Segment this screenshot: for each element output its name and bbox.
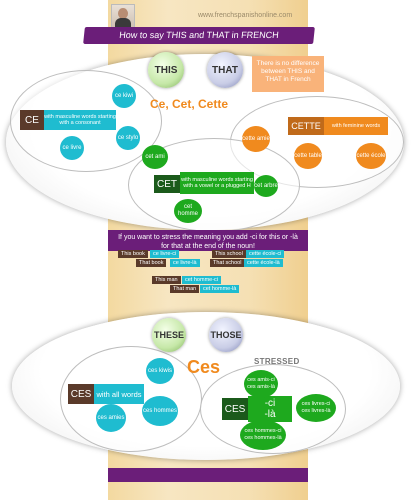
ces-stressed-example-3: ces hommes-ci ces hommes-là (240, 420, 286, 450)
cet-example-3: cet homme (174, 199, 202, 223)
plural-form: Ces (187, 357, 221, 377)
ces-example-1: ces kiwis (146, 358, 174, 384)
cet-label: CET (154, 175, 180, 193)
row-1-fr: ce livre-ci (150, 250, 180, 258)
row-4-en: That school (210, 259, 245, 267)
suffix-la: -là (264, 409, 276, 420)
suffix-box: -ci -là (248, 396, 292, 422)
cette-example-1: cette amie (242, 126, 270, 152)
ces-stressed-example-2: ces livres-ci ces livres-là (296, 394, 336, 422)
row-3-en: This school (212, 250, 246, 258)
these-sphere: THESE (152, 318, 186, 352)
row-6-fr: cet homme-là (200, 285, 240, 293)
singular-forms: Ce, Cet, Cette (150, 97, 229, 111)
ce-description: with masculine words starting with a con… (44, 110, 116, 130)
author-avatar (111, 4, 135, 28)
ces-stressed-example-1: ces amis-ci ces amis-là (244, 370, 278, 398)
ces-description: with all words (94, 384, 144, 404)
stress-explanation: If you want to stress the meaning you ad… (118, 234, 298, 250)
row-1-en: This book (118, 250, 148, 258)
row-2-en: That book (136, 259, 167, 267)
ce-example-1: ce kiwi (112, 84, 136, 108)
row-4-fr: cette école-là (244, 259, 283, 267)
row-5-fr: cet homme-ci (182, 276, 222, 284)
ce-label: CE (20, 110, 44, 130)
ces-label: CES (68, 384, 94, 404)
row-2-fr: ce livre-là (170, 259, 200, 267)
row-3-fr: cette école-ci (246, 250, 285, 258)
ces-example-3: ces amies (96, 404, 126, 432)
suffix-ci: -ci (264, 398, 276, 409)
bottom-band (108, 468, 308, 482)
cet-example-1: cet ami (142, 145, 168, 169)
cet-description: with masculine words starting with a vow… (180, 172, 254, 194)
cette-example-2: cette table (294, 143, 322, 169)
stress-band: If you want to stress the meaning you ad… (108, 230, 308, 251)
ces-stressed-label: CES (222, 398, 248, 420)
that-sphere: THAT (207, 52, 243, 88)
cette-label: CETTE (288, 117, 324, 135)
row-5-en: This man (152, 276, 181, 284)
ces-example-2: ces hommes (142, 396, 178, 426)
ce-example-2: ce stylo (116, 126, 140, 150)
cette-description: with feminine words (324, 117, 388, 135)
website-url[interactable]: www.frenchspanishonline.com (198, 12, 293, 19)
this-sphere: THIS (148, 52, 184, 88)
stressed-label: STRESSED (254, 357, 300, 366)
cet-example-2: cet arbre (254, 175, 278, 197)
row-6-en: That man (170, 285, 200, 293)
no-difference-note: There is no difference between THIS and … (252, 56, 324, 92)
those-sphere: THOSE (209, 318, 243, 352)
cette-example-3: cette école (356, 143, 386, 169)
ce-example-3: ce livre (60, 136, 84, 160)
page-title: How to say THIS and THAT in FRENCH (83, 27, 315, 44)
